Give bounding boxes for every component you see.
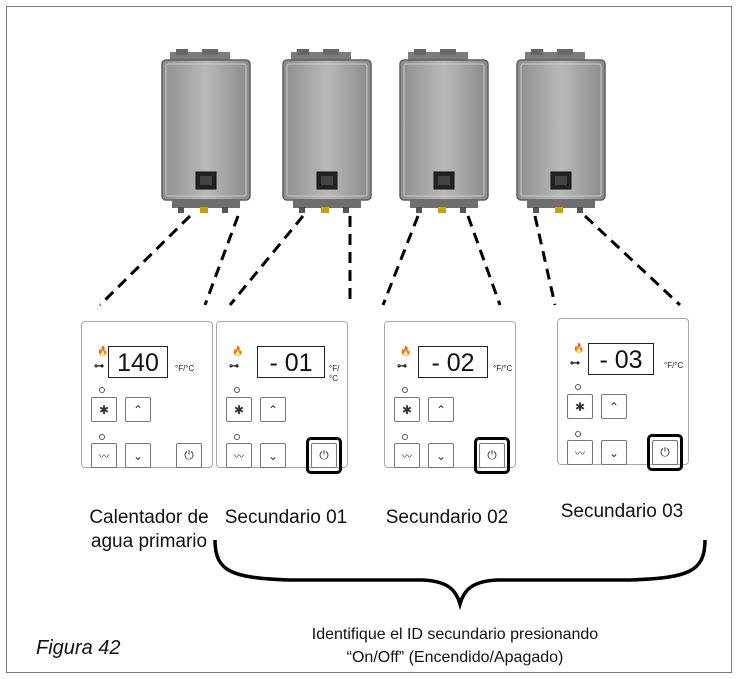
panel-label-primary: Calentador de agua primario [60, 506, 238, 554]
recirculation-icon: 〰 [575, 449, 585, 460]
flame-icon: 🔥 [573, 343, 585, 353]
status-led [402, 387, 408, 393]
callout-line [533, 215, 557, 306]
control-panel-secondary-03: 🔥 ⊶ - 03 °F/°C ✱ ⌃ 〰 ⌄ ⏻ [557, 318, 689, 471]
up-button[interactable]: ⌃ [601, 394, 627, 419]
unit-label: °F/°C [493, 364, 513, 373]
figure-caption: Figura 42 [36, 637, 121, 659]
power-button[interactable]: ⏻ [479, 443, 505, 468]
chevron-up-icon: ⌃ [435, 402, 447, 417]
recirculation-icon: 〰 [99, 452, 109, 463]
up-button[interactable]: ⌃ [125, 397, 151, 422]
unit-label: °F/°C [329, 364, 340, 383]
down-button[interactable]: ⌄ [601, 440, 627, 465]
key-icon: ⊶ [570, 358, 580, 369]
unit-label: °F/°C [175, 364, 195, 373]
recirculation-button[interactable]: 〰 [226, 443, 252, 468]
bluetooth-icon: ✱ [574, 399, 586, 414]
power-icon: ⏻ [487, 448, 497, 462]
chevron-down-icon: ⌄ [267, 448, 279, 463]
status-led [575, 431, 581, 437]
callout-line [583, 214, 682, 307]
control-panel-secondary-01: 🔥 ⊶ - 01 °F/°C ✱ ⌃ 〰 ⌄ ⏻ [216, 321, 348, 474]
chevron-down-icon: ⌄ [132, 448, 144, 463]
power-button[interactable]: ⏻ [652, 440, 678, 465]
water-heater-unit-2 [282, 49, 372, 213]
callout-line [381, 215, 420, 306]
up-button[interactable]: ⌃ [428, 397, 454, 422]
status-led [402, 434, 408, 440]
bluetooth-icon: ✱ [233, 402, 245, 417]
chevron-up-icon: ⌃ [132, 402, 144, 417]
panel-label-line: agua primario [90, 531, 208, 552]
down-button[interactable]: ⌄ [125, 443, 151, 468]
panel-label-secondary-03: Secundario 03 [542, 500, 702, 524]
bluetooth-button[interactable]: ✱ [567, 394, 593, 419]
panel-label-line: Secundario 03 [560, 501, 684, 522]
chevron-up-icon: ⌃ [608, 399, 620, 414]
status-led [99, 434, 105, 440]
power-button-highlight [647, 434, 683, 471]
panel-label-secondary-01: Secundario 01 [206, 506, 366, 530]
grouping-brace [213, 539, 707, 611]
control-panel-secondary-02: 🔥 ⊶ - 02 °F/°C ✱ ⌃ 〰 ⌄ ⏻ [384, 321, 516, 474]
up-button[interactable]: ⌃ [260, 397, 286, 422]
down-button[interactable]: ⌄ [428, 443, 454, 468]
panel-label-secondary-02: Secundario 02 [367, 506, 527, 530]
bluetooth-button[interactable]: ✱ [91, 397, 117, 422]
temperature-display: 140 [108, 346, 168, 378]
status-led [575, 384, 581, 390]
callout-line [98, 214, 192, 307]
power-button-highlight [306, 437, 342, 474]
panel-label-line: Calentador de [89, 507, 209, 528]
callout-lines [98, 214, 682, 307]
figure-frame [6, 6, 732, 673]
chevron-down-icon: ⌄ [608, 445, 620, 460]
water-heater-unit-3 [399, 49, 489, 213]
recirculation-button[interactable]: 〰 [394, 443, 420, 468]
bluetooth-icon: ✱ [98, 402, 110, 417]
id-display: - 01 [257, 346, 325, 378]
flame-icon: 🔥 [232, 346, 244, 356]
power-button[interactable]: ⏻ [176, 443, 202, 468]
callout-line [203, 215, 240, 306]
flame-icon: 🔥 [97, 346, 109, 356]
power-icon: ⏻ [184, 448, 194, 462]
power-icon: ⏻ [660, 445, 670, 459]
key-icon: ⊶ [229, 361, 239, 372]
water-heater-unit-1 [161, 49, 251, 213]
down-button[interactable]: ⌄ [260, 443, 286, 468]
instruction-text: Identifique el ID secundario presionando… [235, 623, 675, 669]
id-display: - 02 [418, 346, 488, 378]
instruction-line-1: Identifique el ID secundario presionando [311, 626, 599, 643]
unit-label: °F/°C [664, 361, 684, 370]
power-button[interactable]: ⏻ [311, 443, 337, 468]
callout-line [228, 215, 305, 306]
power-icon: ⏻ [319, 448, 329, 462]
instruction-line-2: “On/Off” (Encendido/Apagado) [346, 649, 564, 666]
control-panel-primary: 🔥 ⊶ 140 °F/°C ✱ ⌃ 〰 ⌄ ⏻ [81, 321, 213, 468]
recirculation-button[interactable]: 〰 [567, 440, 593, 465]
status-led [234, 434, 240, 440]
chevron-down-icon: ⌄ [435, 448, 447, 463]
callout-line [466, 215, 502, 306]
recirculation-icon: 〰 [234, 452, 244, 463]
status-led [99, 387, 105, 393]
water-heater-unit-4 [516, 49, 606, 213]
bluetooth-button[interactable]: ✱ [226, 397, 252, 422]
chevron-up-icon: ⌃ [267, 402, 279, 417]
key-icon: ⊶ [397, 361, 407, 372]
bluetooth-button[interactable]: ✱ [394, 397, 420, 422]
status-led [234, 387, 240, 393]
recirculation-icon: 〰 [402, 452, 412, 463]
key-icon: ⊶ [94, 361, 104, 372]
recirculation-button[interactable]: 〰 [91, 443, 117, 468]
panel-label-line: Secundario 01 [224, 507, 348, 528]
power-button-highlight [474, 437, 510, 474]
id-display: - 03 [588, 343, 654, 375]
bluetooth-icon: ✱ [401, 402, 413, 417]
panel-label-line: Secundario 02 [385, 507, 509, 528]
flame-icon: 🔥 [400, 346, 412, 356]
